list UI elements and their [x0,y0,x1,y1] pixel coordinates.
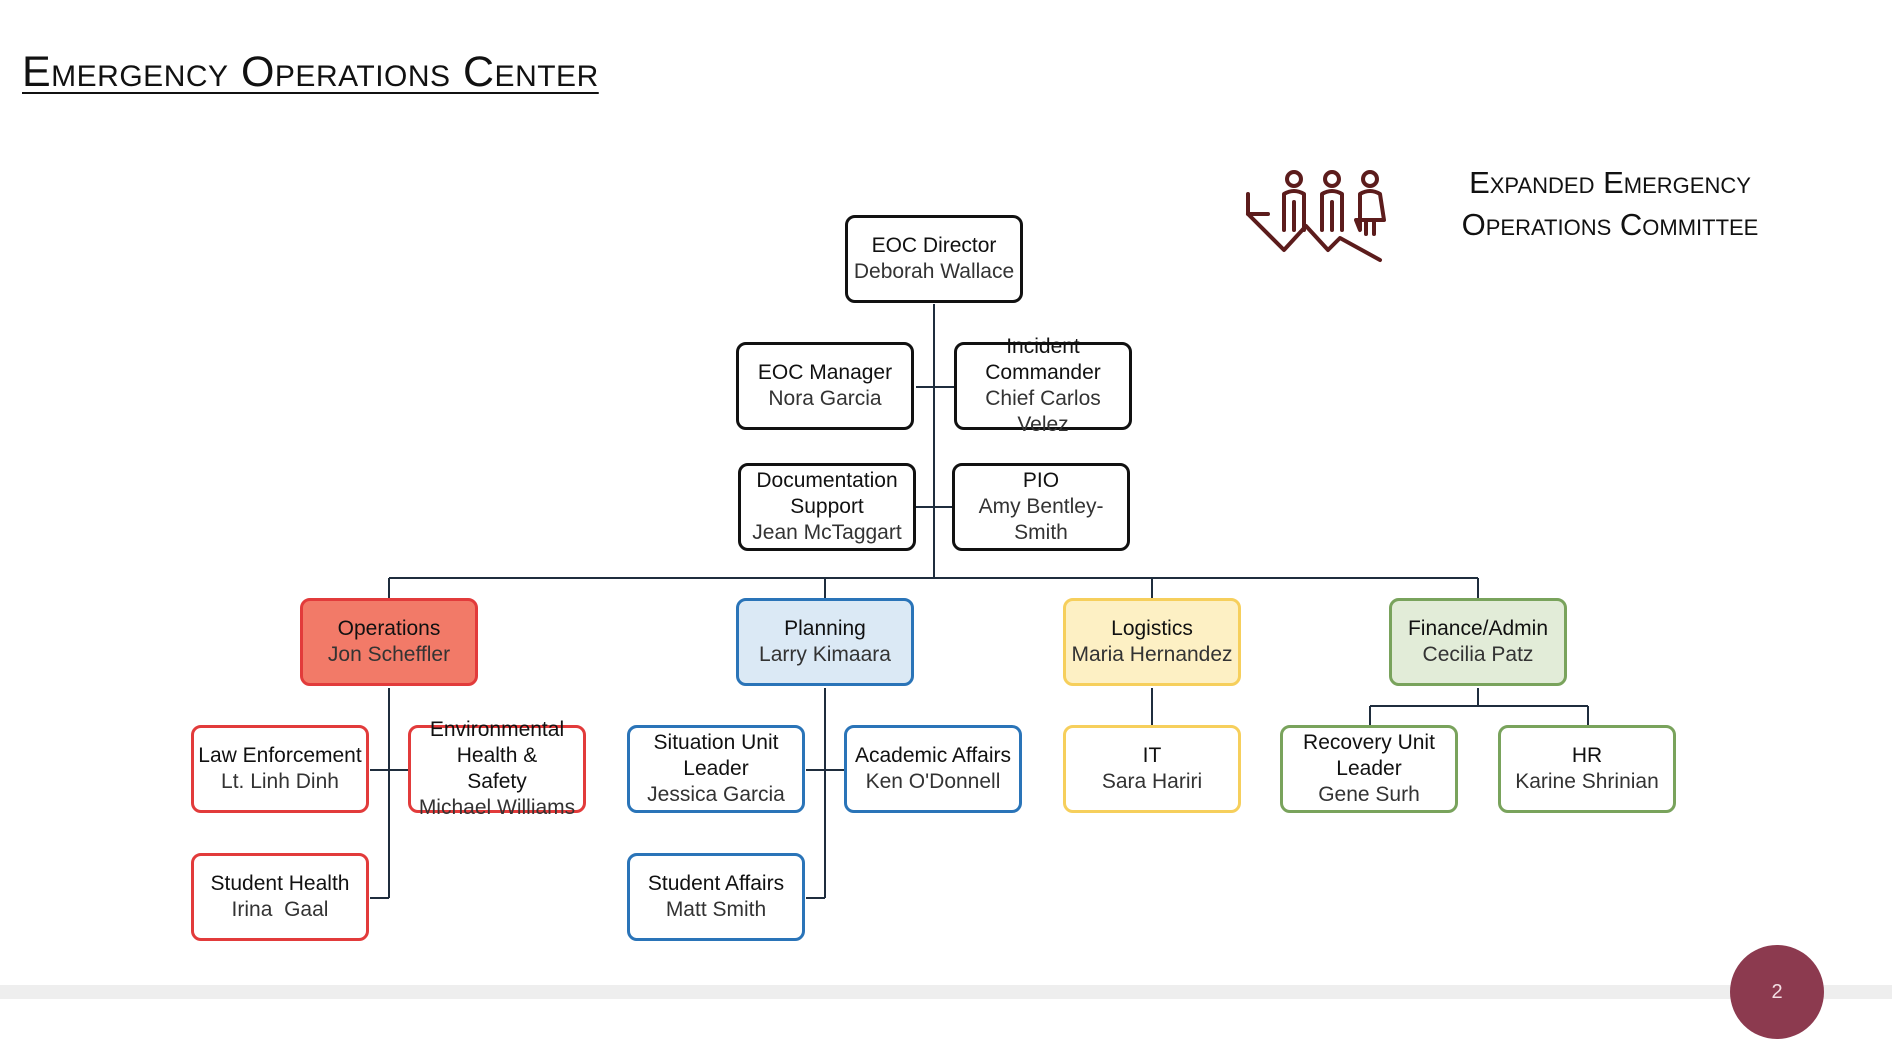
box-law-enforcement: Law Enforcement Lt. Linh Dinh [191,725,369,813]
role-label: Situation Unit Leader [653,731,779,780]
box-student-health: Student Health Irina Gaal [191,853,369,941]
role-label: Incident Commander [985,335,1101,384]
committee-line-1: Expanded Emergency [1469,165,1751,200]
role-label: PIO [1022,469,1060,492]
committee-title: Expanded Emergency Operations Committee [1410,162,1810,246]
box-incident-commander: Incident Commander Chief Carlos Velez [954,335,1132,436]
page-number: 2 [1771,980,1783,1003]
person-name: Gene Surh [1318,783,1420,806]
role-label: Student Affairs [647,872,785,895]
person-name: Matt Smith [665,898,767,921]
role-label: Operations [337,617,441,640]
role-label: IT [1142,744,1162,767]
role-label: Student Health [210,872,350,895]
role-label: Documentation Support [756,469,898,518]
slide-title: Emergency Operations Center [22,48,599,96]
person-name: Larry Kimaara [759,643,891,666]
person-name: Nora Garcia [768,387,882,410]
box-situation-unit-leader: Situation Unit Leader Jessica Garcia [627,725,805,813]
people-rising-arrow-icon [1246,170,1386,262]
person-name: Jon Scheffler [327,643,451,666]
box-environmental-health-safety: Environmental Health & Safety Michael Wi… [408,718,586,819]
box-planning: Planning Larry Kimaara [736,598,914,686]
box-eoc-director: EOC Director Deborah Wallace [845,215,1023,303]
role-label: HR [1571,744,1603,767]
role-label: Finance/Admin [1407,617,1549,640]
role-label: Law Enforcement [198,744,362,767]
role-label: Academic Affairs [854,744,1011,767]
person-name: Chief Carlos Velez [985,387,1101,436]
person-name: Lt. Linh Dinh [221,770,339,793]
person-name: Deborah Wallace [853,260,1015,283]
person-name: Irina Gaal [231,898,329,921]
box-hr: HR Karine Shrinian [1498,725,1676,813]
box-finance-admin: Finance/Admin Cecilia Patz [1389,598,1567,686]
person-name: Jessica Garcia [647,783,785,806]
person-name: Michael Williams [418,796,576,819]
person-name: Sara Hariri [1101,770,1203,793]
box-operations: Operations Jon Scheffler [300,598,478,686]
role-label: Planning [784,617,866,640]
page-number-badge: 2 [1730,945,1824,1039]
box-eoc-manager: EOC Manager Nora Garcia [736,342,914,430]
box-logistics: Logistics Maria Hernandez [1063,598,1241,686]
box-academic-affairs: Academic Affairs Ken O'Donnell [844,725,1022,813]
person-name: Ken O'Donnell [865,770,1001,793]
person-name: Jean McTaggart [752,521,902,544]
box-student-affairs: Student Affairs Matt Smith [627,853,805,941]
footer-bar [0,985,1892,999]
box-recovery-unit-leader: Recovery Unit Leader Gene Surh [1280,725,1458,813]
role-label: Environmental Health & Safety [429,718,565,793]
committee-line-2: Operations Committee [1461,207,1759,242]
role-label: EOC Director [871,234,997,257]
role-label: Recovery Unit Leader [1303,731,1435,780]
box-pio: PIO Amy Bentley-Smith [952,463,1130,551]
person-name: Amy Bentley-Smith [978,495,1104,544]
box-documentation-support: Documentation Support Jean McTaggart [738,463,916,551]
role-label: EOC Manager [757,361,893,384]
person-name: Maria Hernandez [1071,643,1233,666]
box-it: IT Sara Hariri [1063,725,1241,813]
person-name: Cecilia Patz [1422,643,1534,666]
role-label: Logistics [1111,617,1193,640]
person-name: Karine Shrinian [1515,770,1659,793]
